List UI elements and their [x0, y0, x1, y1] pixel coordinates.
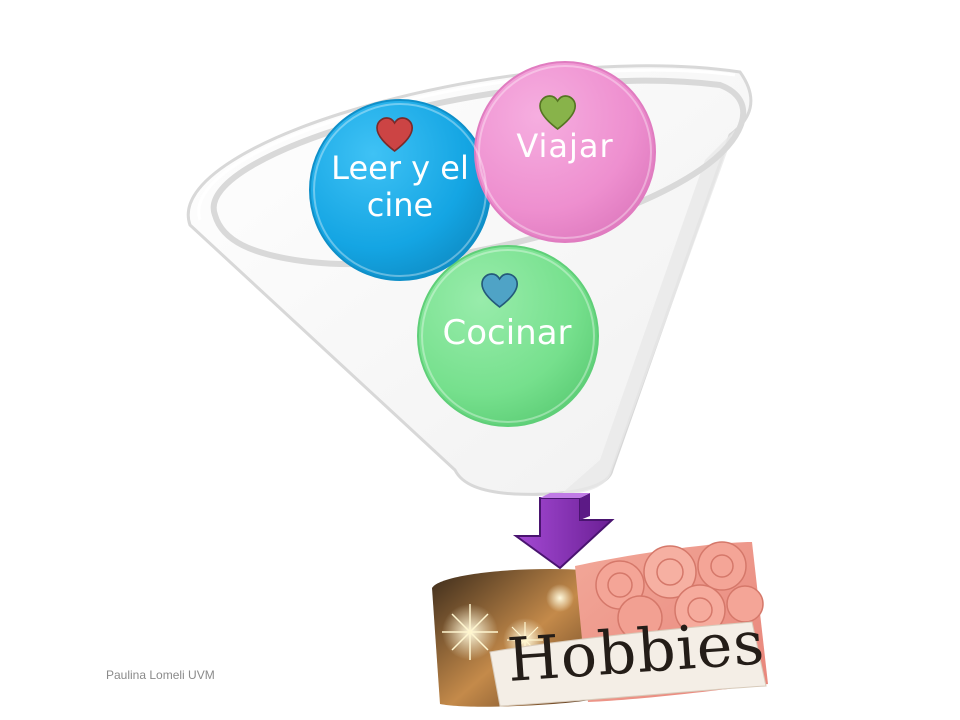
heart-icon — [481, 273, 519, 309]
down-arrow-icon — [512, 493, 615, 570]
footer-author: Paulina Lomeli UVM — [106, 668, 215, 682]
funnel-shading — [560, 130, 735, 495]
hobbies-image — [432, 541, 768, 707]
circle-cocinar-ring — [421, 249, 595, 423]
circle-label-leer-y-el-cine: Leer y el cine — [331, 149, 469, 224]
circle-label-viajar: Viajar — [516, 127, 614, 165]
circle-leer-ring — [313, 103, 487, 277]
heart-icon — [539, 95, 577, 131]
circle-viajar-ring — [478, 65, 652, 239]
circle-label-cocinar: Cocinar — [442, 313, 572, 353]
heart-icon — [376, 117, 414, 153]
circle-cocinar[interactable] — [417, 245, 599, 427]
circle-viajar[interactable] — [474, 61, 656, 243]
